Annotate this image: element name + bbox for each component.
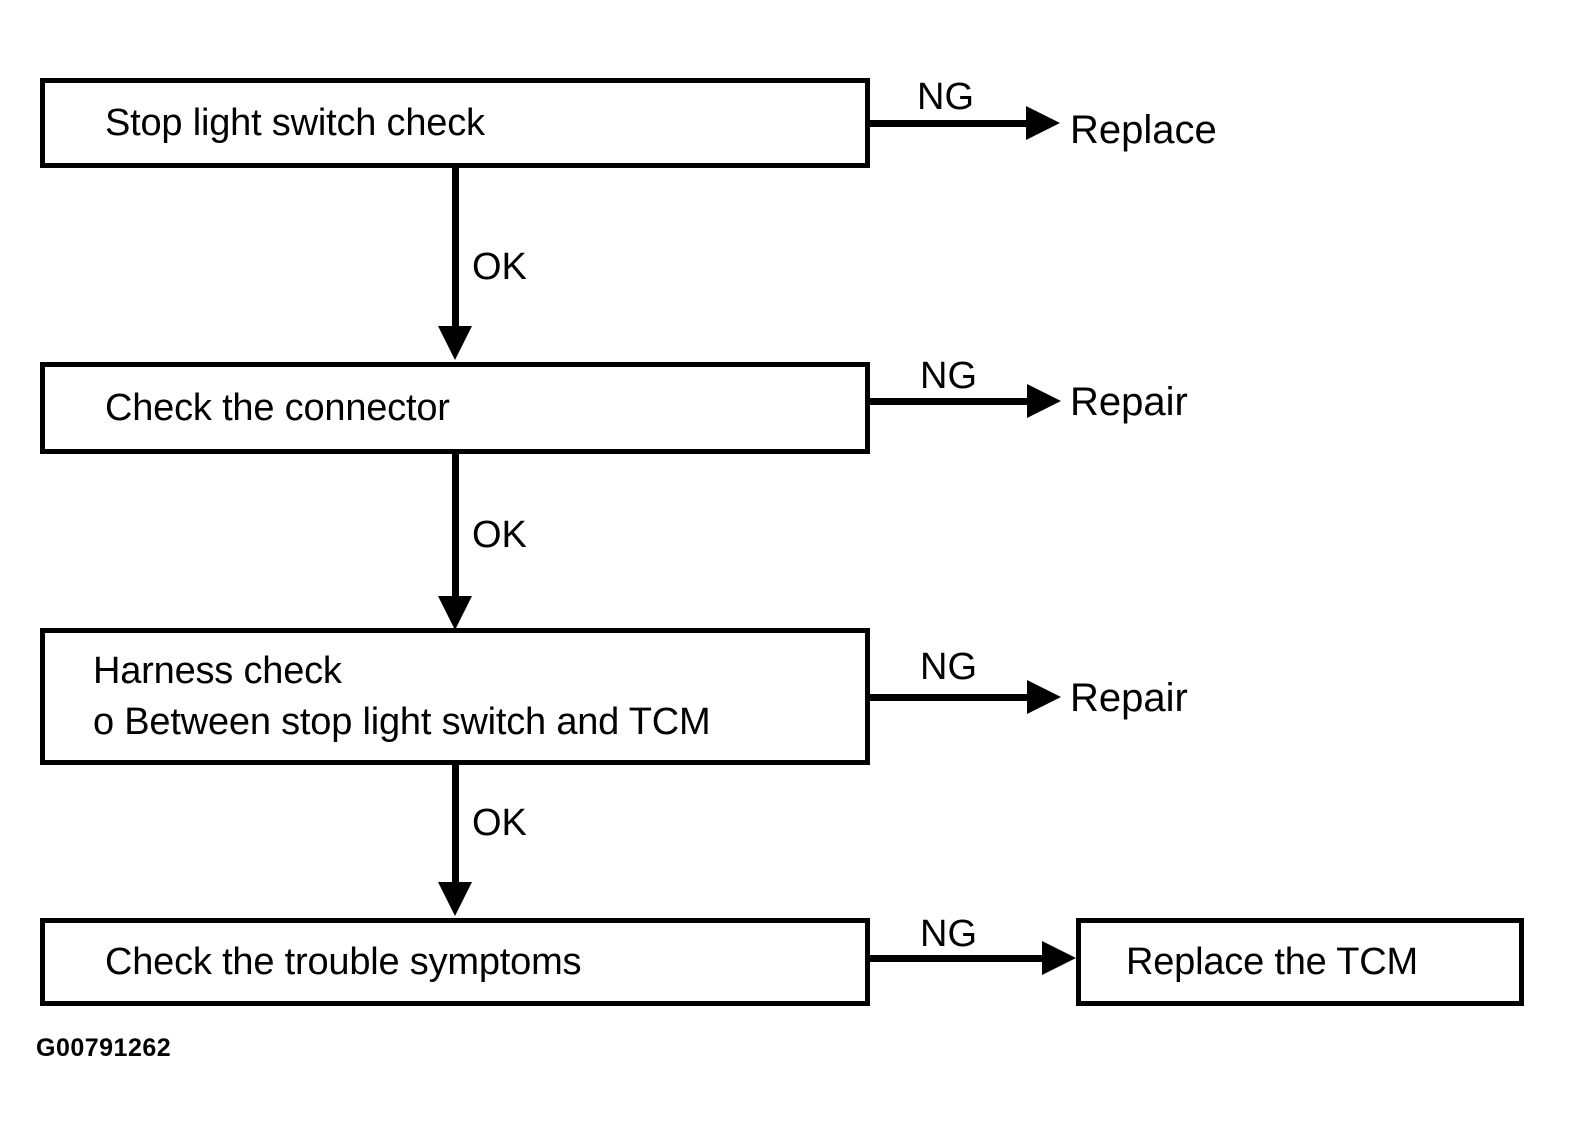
flow-node-label: Replace the TCM [1126, 940, 1418, 983]
flow-node-label-line2: o Between stop light switch and TCM [93, 700, 711, 743]
edge-line-ng-4 [868, 955, 1048, 962]
flow-node-harness-check[interactable]: Harness check o Between stop light switc… [40, 628, 870, 765]
flow-node-label: Stop light switch check [105, 101, 485, 144]
flow-node-check-trouble-symptoms[interactable]: Check the trouble symptoms [40, 918, 870, 1006]
edge-line-ng-2 [868, 398, 1036, 405]
arrowhead-ok-1 [438, 326, 472, 360]
edge-label-ng-1: NG [917, 76, 974, 118]
arrowhead-ng-3 [1027, 680, 1061, 714]
arrowhead-ng-1 [1026, 106, 1060, 140]
edge-label-ok-3: OK [472, 802, 527, 844]
flow-node-label: Check the connector [105, 386, 450, 429]
edge-line-ng-3 [868, 694, 1036, 701]
flow-node-label: Check the trouble symptoms [105, 940, 582, 983]
edge-label-ng-3: NG [920, 646, 977, 688]
outcome-label-repair-2: Repair [1070, 380, 1188, 424]
edge-label-ok-2: OK [472, 514, 527, 556]
outcome-label-repair-3: Repair [1070, 676, 1188, 720]
edge-line-ok-1 [452, 168, 459, 328]
flow-node-stop-light-switch-check[interactable]: Stop light switch check [40, 78, 870, 168]
arrowhead-ng-4 [1042, 941, 1076, 975]
flow-node-check-the-connector[interactable]: Check the connector [40, 362, 870, 454]
edge-label-ng-2: NG [920, 355, 977, 397]
figure-id-code: G00791262 [36, 1034, 172, 1062]
edge-line-ng-1 [870, 120, 1035, 127]
outcome-label-replace: Replace [1070, 108, 1217, 152]
edge-label-ng-4: NG [920, 913, 977, 955]
edge-line-ok-3 [452, 765, 459, 890]
arrowhead-ok-2 [438, 596, 472, 630]
flow-node-label-line1: Harness check [93, 650, 342, 693]
edge-label-ok-1: OK [472, 246, 527, 288]
flow-node-replace-the-tcm[interactable]: Replace the TCM [1076, 918, 1524, 1006]
arrowhead-ok-3 [438, 882, 472, 916]
arrowhead-ng-2 [1027, 384, 1061, 418]
edge-line-ok-2 [452, 454, 459, 602]
